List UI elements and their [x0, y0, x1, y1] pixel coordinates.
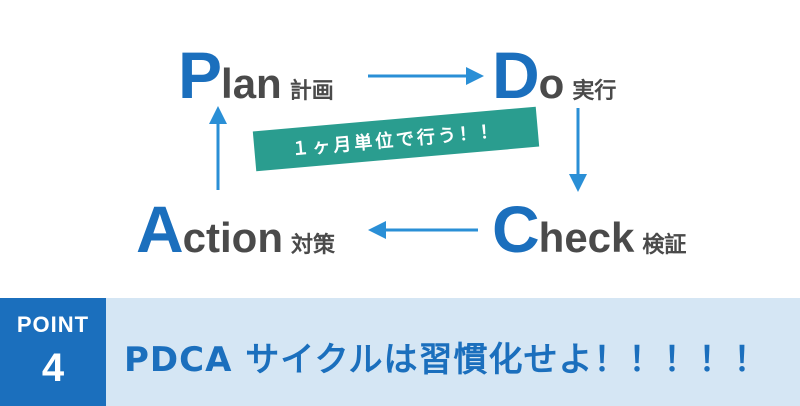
- stage-plan-initial: P: [178, 38, 222, 112]
- stage-check-rest: heck: [538, 214, 635, 261]
- stage-action-rest: ction: [182, 214, 283, 261]
- stage-check-initial: C: [492, 192, 540, 266]
- stage-action-initial: A: [136, 192, 184, 266]
- stage-action: A ction 対策: [136, 196, 335, 262]
- stage-do: D o 実行: [492, 42, 616, 108]
- cycle-arrows: [209, 67, 587, 239]
- stage-plan-jp: 計画: [289, 79, 334, 104]
- arrow-left-icon: [368, 221, 478, 239]
- footer-title: PDCA サイクルは習慣化せよ！！！！！: [124, 340, 769, 380]
- stage-do-jp: 実行: [572, 79, 617, 104]
- stage-do-rest: o: [538, 60, 565, 107]
- stage-check-jp: 検証: [642, 233, 687, 258]
- footer-bar: POINT 4 PDCA サイクルは習慣化せよ！！！！！: [0, 298, 800, 406]
- point-number: 4: [41, 346, 65, 390]
- stage-do-initial: D: [492, 38, 540, 112]
- stage-plan-rest: lan: [221, 60, 282, 107]
- arrow-down-icon: [569, 108, 587, 192]
- point-label: POINT: [16, 312, 90, 337]
- point-badge: POINT 4: [0, 298, 106, 406]
- stage-action-jp: 対策: [291, 233, 336, 258]
- arrow-right-icon: [368, 67, 484, 85]
- stage-check: C heck 検証: [492, 196, 686, 262]
- stage-plan: P lan 計画: [178, 42, 334, 108]
- arrow-up-icon: [209, 106, 227, 190]
- pdca-diagram: P lan 計画 D o 実行 C heck 検証 A ction 対策: [136, 42, 686, 262]
